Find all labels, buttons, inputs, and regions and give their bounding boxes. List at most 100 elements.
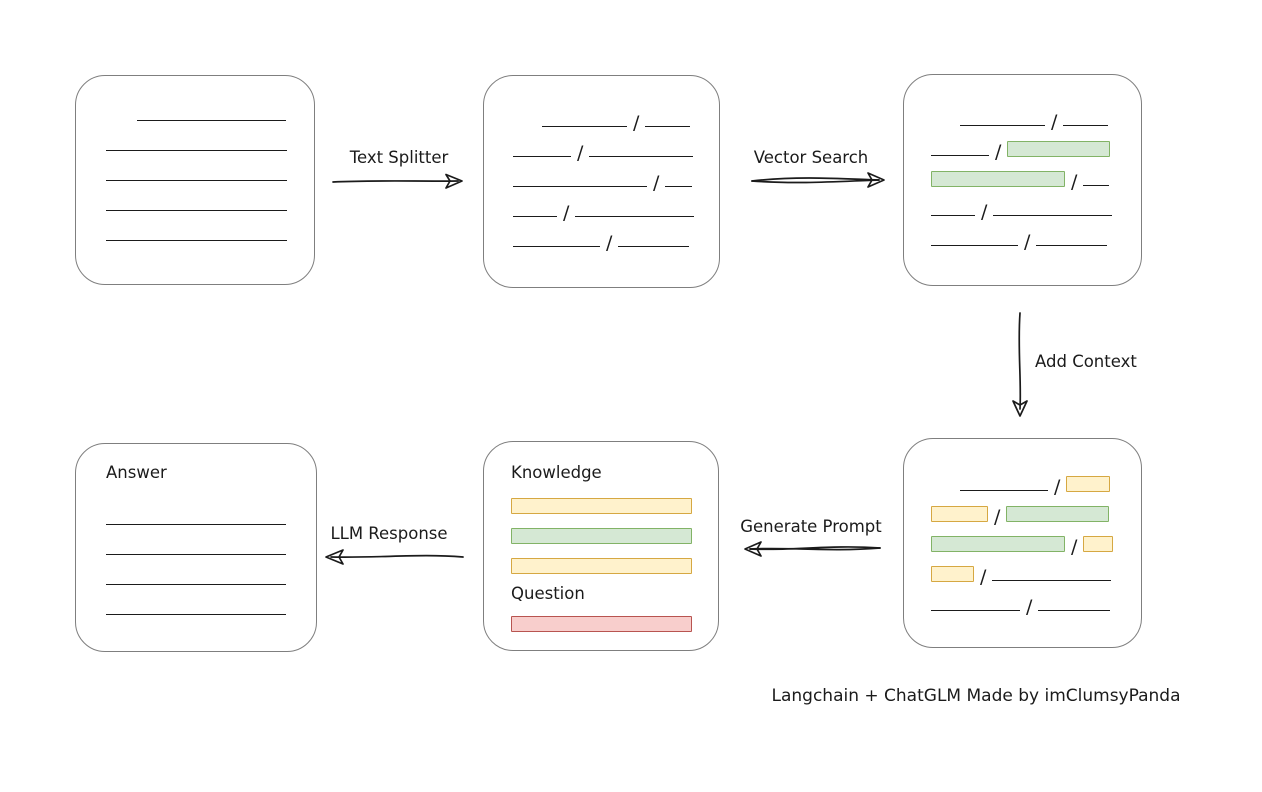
text-line xyxy=(137,120,286,121)
question-bar xyxy=(511,605,692,632)
answer-lines xyxy=(106,496,292,616)
text-line xyxy=(513,216,557,217)
yellow-chunk xyxy=(1083,536,1114,552)
text-line xyxy=(931,245,1018,246)
document-lines xyxy=(106,92,290,242)
slash-separator: / xyxy=(563,202,570,224)
slash-separator: / xyxy=(1026,596,1033,618)
text-line xyxy=(106,554,286,555)
text-line xyxy=(106,150,287,151)
segment-row: / xyxy=(931,127,1117,162)
segment-row: / xyxy=(513,188,695,223)
segment-row: / xyxy=(513,158,695,193)
text-line xyxy=(106,240,287,241)
segment-row: / xyxy=(513,218,695,253)
green-chunk xyxy=(1006,506,1110,522)
segment-row xyxy=(511,484,692,514)
text-line xyxy=(1083,185,1110,186)
text-line xyxy=(993,215,1113,216)
red-chunk xyxy=(511,616,692,632)
slash-separator: / xyxy=(1054,476,1061,498)
slash-separator: / xyxy=(606,232,613,254)
text-line xyxy=(992,580,1112,581)
segment-row: / xyxy=(931,217,1117,252)
slash-separator: / xyxy=(994,506,1001,528)
question-label: Question xyxy=(511,584,585,603)
text-line xyxy=(106,210,287,211)
text-line xyxy=(1038,610,1111,611)
vector-search-arrow xyxy=(751,172,885,188)
text-line xyxy=(513,156,571,157)
segment-row: / xyxy=(931,97,1117,132)
text-line xyxy=(106,180,287,181)
text-line xyxy=(106,614,286,615)
yellow-chunk xyxy=(511,498,692,514)
slash-separator: / xyxy=(1051,111,1058,133)
text-line xyxy=(645,126,691,127)
text-line xyxy=(106,584,286,585)
segment-row xyxy=(106,526,292,556)
yellow-chunk xyxy=(931,506,988,522)
text-line xyxy=(513,186,647,187)
segment-row: / xyxy=(931,582,1117,617)
text-splitter-label: Text Splitter xyxy=(349,148,449,167)
slash-separator: / xyxy=(995,141,1002,163)
segment-row: / xyxy=(513,128,695,163)
segment-row xyxy=(106,556,292,586)
green-chunk xyxy=(931,536,1065,552)
answer-label: Answer xyxy=(106,463,167,482)
add-context-label: Add Context xyxy=(1035,352,1137,371)
slash-separator: / xyxy=(633,112,640,134)
segment-row: / xyxy=(931,157,1117,192)
source-document-box xyxy=(75,75,315,285)
segment-row xyxy=(106,586,292,616)
segment-row: / xyxy=(931,492,1117,527)
slash-separator: / xyxy=(981,201,988,223)
text-line xyxy=(513,246,600,247)
text-line xyxy=(960,125,1045,126)
vector-search-result-box: ///// xyxy=(903,74,1142,286)
segment-row xyxy=(511,544,692,574)
answer-box: Answer xyxy=(75,443,317,652)
green-chunk xyxy=(1007,141,1111,157)
credit-text: Langchain + ChatGLM Made by imClumsyPand… xyxy=(771,686,1181,706)
llm-response-label: LLM Response xyxy=(330,524,448,543)
context-rows: / / / / / xyxy=(931,462,1117,617)
text-line xyxy=(1036,245,1108,246)
slash-separator: / xyxy=(980,566,987,588)
text-line xyxy=(1063,125,1109,126)
segment-row: / xyxy=(931,522,1117,557)
yellow-chunk xyxy=(511,558,692,574)
segment-row xyxy=(106,152,290,182)
slash-separator: / xyxy=(1071,171,1078,193)
text-line xyxy=(542,126,627,127)
knowledge-label: Knowledge xyxy=(511,463,602,482)
segment-row xyxy=(106,92,290,122)
text-line xyxy=(575,216,695,217)
yellow-chunk xyxy=(1066,476,1111,492)
text-line xyxy=(665,186,693,187)
segment-row xyxy=(106,212,290,242)
slash-separator: / xyxy=(577,142,584,164)
chunk-rows: / / / / / xyxy=(513,98,695,253)
segment-row: / xyxy=(931,187,1117,222)
yellow-chunk xyxy=(931,566,974,582)
slash-separator: / xyxy=(1071,536,1078,558)
text-line xyxy=(589,156,694,157)
text-splitter-arrow xyxy=(332,173,463,189)
generate-prompt-label: Generate Prompt xyxy=(740,517,882,536)
green-chunk xyxy=(931,171,1065,187)
vector-search-label: Vector Search xyxy=(753,148,869,167)
segment-row: / xyxy=(931,552,1117,587)
knowledge-bars xyxy=(511,484,692,574)
segment-row xyxy=(511,514,692,544)
llm-response-arrow xyxy=(325,549,464,565)
add-context-arrow xyxy=(1012,312,1028,417)
text-line xyxy=(106,524,286,525)
text-line xyxy=(931,610,1020,611)
slash-separator: / xyxy=(653,172,660,194)
segment-row xyxy=(106,122,290,152)
segment-row xyxy=(511,605,692,632)
text-line xyxy=(931,215,975,216)
